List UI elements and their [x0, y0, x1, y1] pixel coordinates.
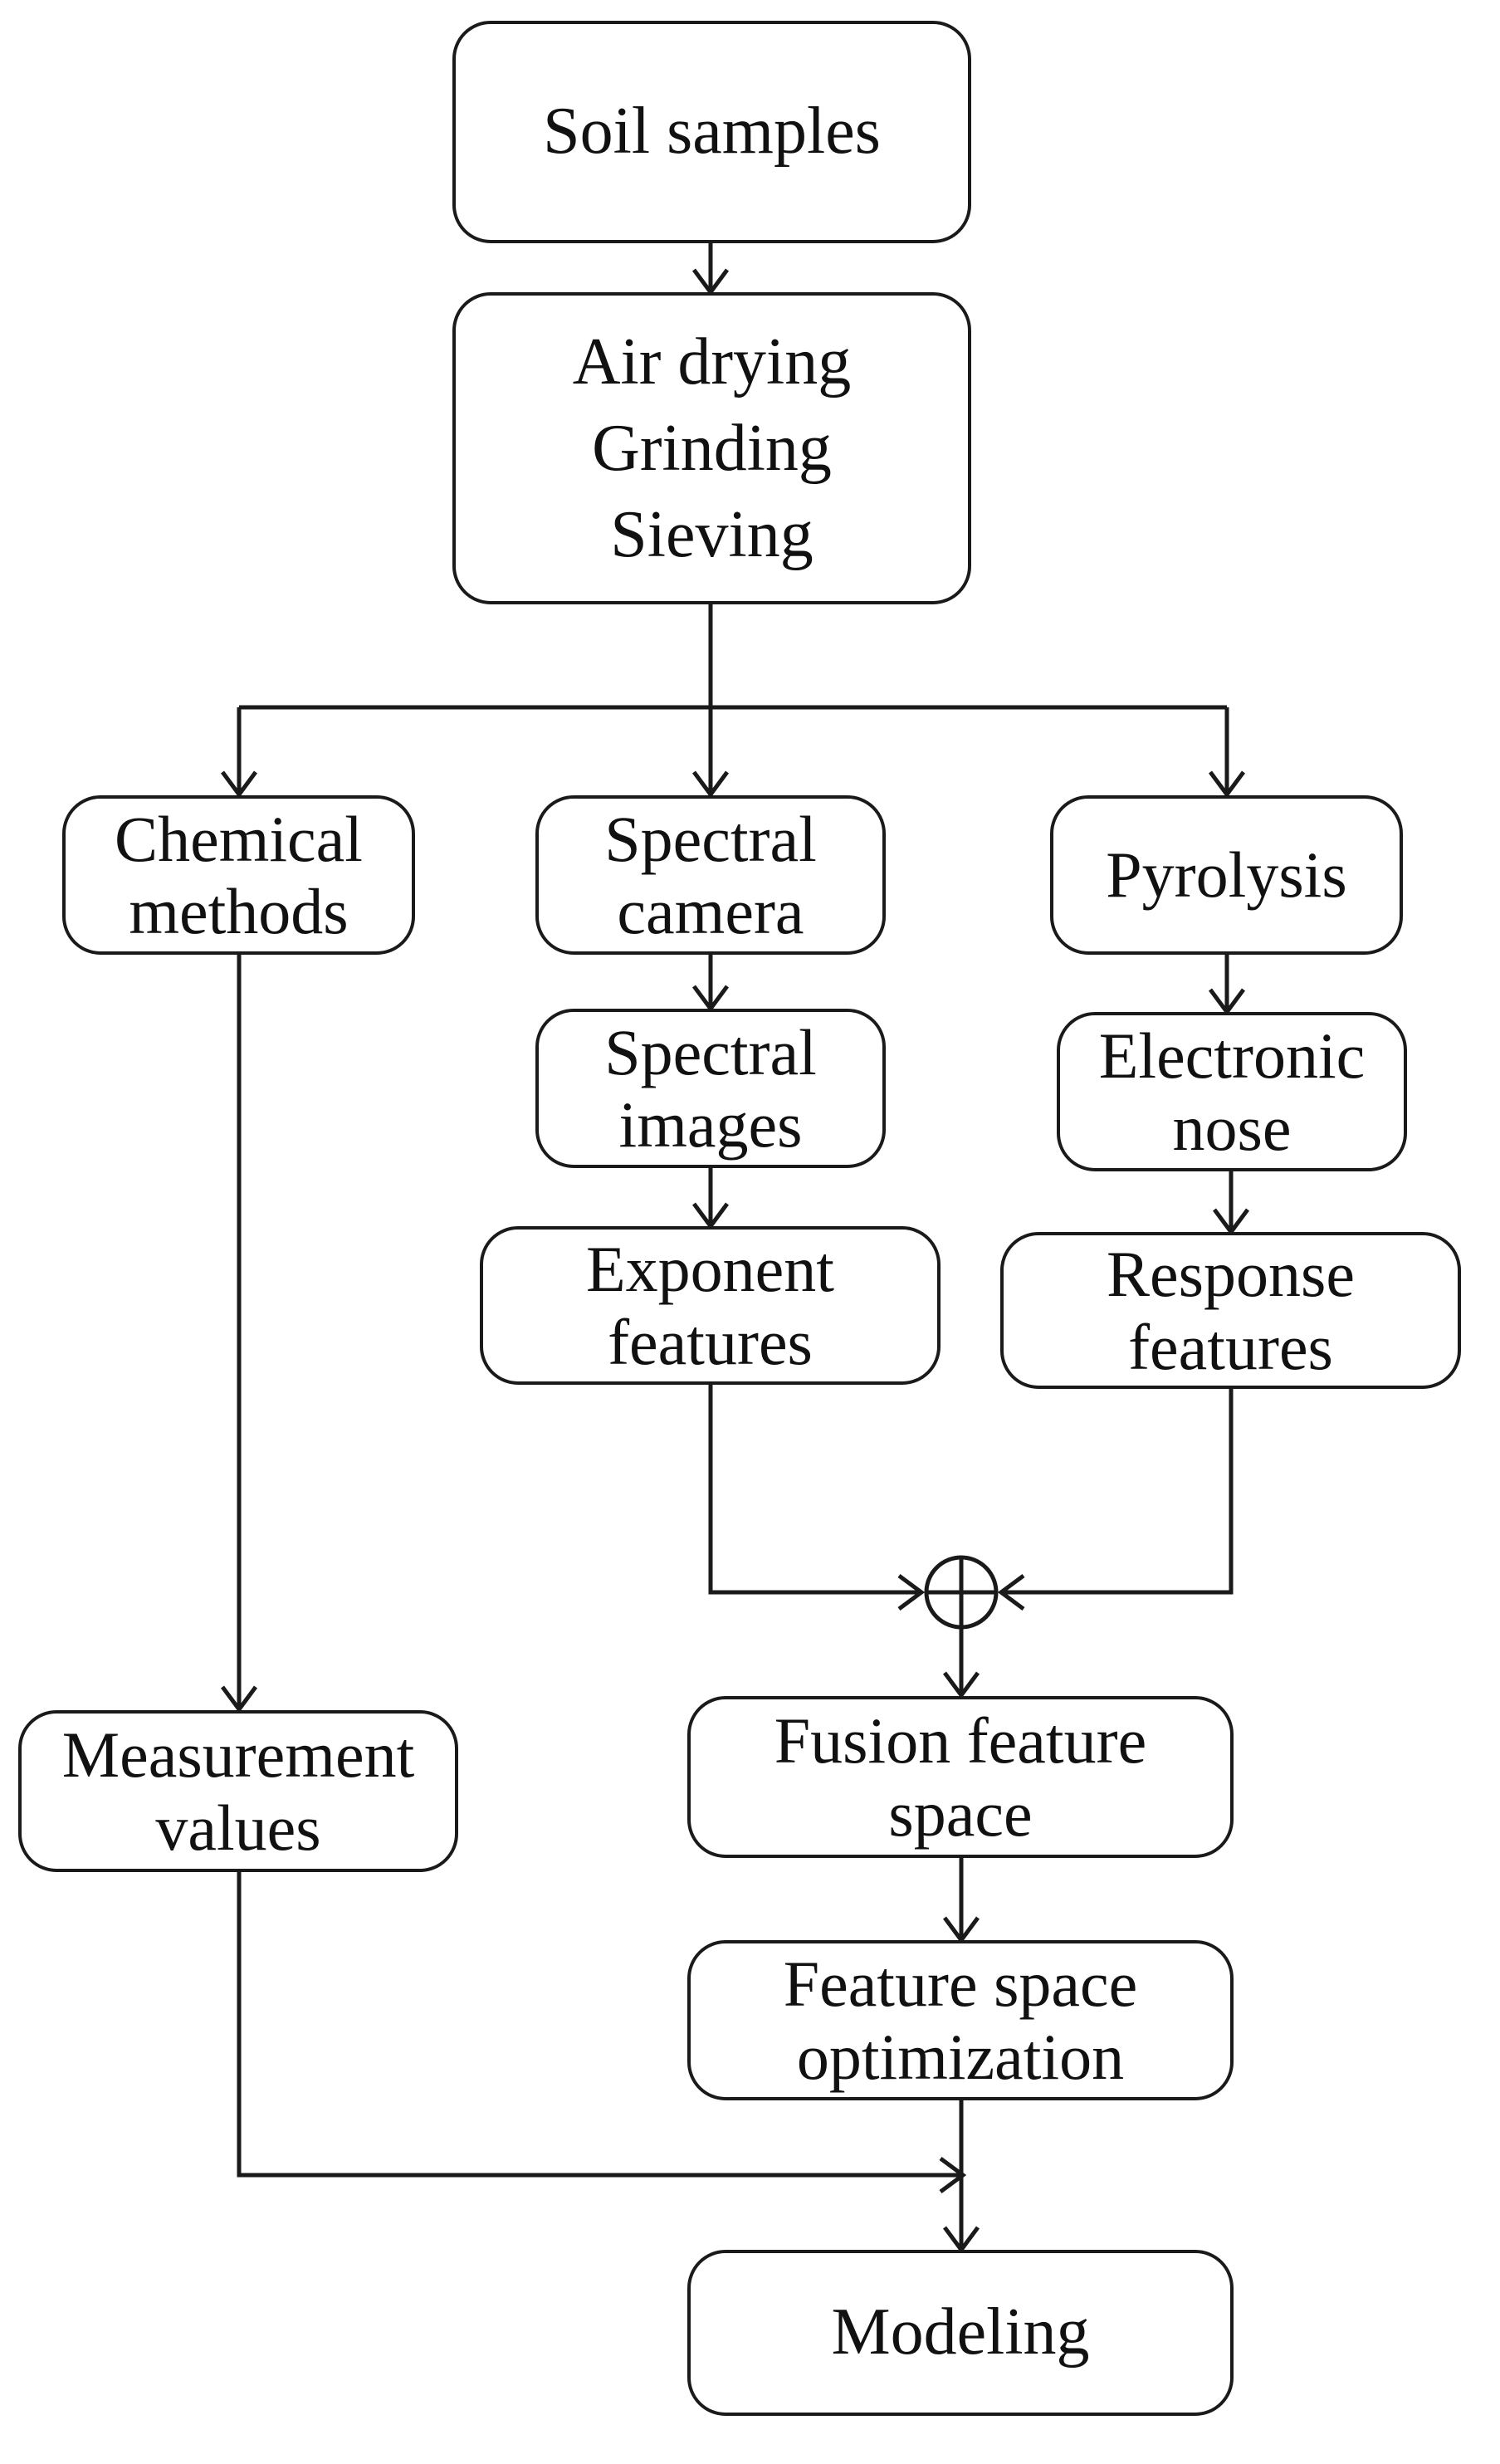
node-label-line: Spectral — [604, 1015, 817, 1088]
node-label-line: camera — [617, 875, 804, 947]
node-label-line: Modeling — [831, 2295, 1090, 2369]
arrowhead — [220, 1685, 258, 1714]
node-label-line: features — [608, 1305, 813, 1378]
edge-response-to-fusion — [1003, 1389, 1234, 1595]
arrowhead — [1208, 770, 1246, 799]
arrowhead — [220, 770, 258, 799]
node-label-line: Fusion feature — [774, 1704, 1147, 1777]
node-pyrolysis: Pyrolysis — [1050, 795, 1403, 955]
node-label-line: Pyrolysis — [1106, 838, 1347, 912]
node-label-line: optimization — [796, 2020, 1125, 2093]
node-label-line: Response — [1107, 1238, 1355, 1311]
node-label-line: Feature space — [783, 1948, 1138, 2021]
node-label-line: Air drying — [572, 325, 852, 398]
edge-exponent-to-fusion — [708, 1385, 920, 1595]
node-label-line: Soil samples — [543, 95, 881, 169]
node-label-line: Chemical — [115, 802, 363, 875]
arrowhead — [939, 2156, 967, 2194]
node-label-line: Spectral — [604, 802, 817, 875]
node-label-line: Exponent — [586, 1233, 834, 1306]
node-label-line: methods — [129, 875, 349, 947]
arrowhead — [691, 770, 730, 799]
edge-measurement-to-modeling — [237, 1872, 961, 2178]
node-label-line: Sieving — [610, 498, 814, 571]
node-label-line: Grinding — [592, 412, 832, 485]
node-label-line: Electronic — [1098, 1019, 1366, 1092]
arrowhead — [942, 1671, 980, 1699]
node-soil-samples: Soil samples — [452, 21, 971, 243]
node-label-line: nose — [1172, 1092, 1292, 1164]
node-label-line: space — [888, 1777, 1033, 1850]
arrowhead — [997, 1573, 1025, 1611]
node-label-line: images — [618, 1088, 803, 1161]
arrowhead — [897, 1573, 926, 1611]
node-label-line: values — [155, 1791, 321, 1864]
node-modeling: Modeling — [687, 2250, 1234, 2416]
node-label-line: features — [1128, 1310, 1333, 1383]
node-label-line: Measurement — [61, 1718, 415, 1792]
